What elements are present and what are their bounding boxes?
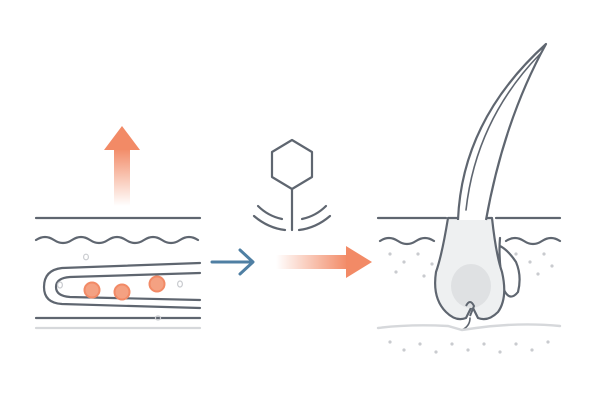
hair-shaft-inner <box>465 53 541 211</box>
skin-wavy-left <box>378 236 436 246</box>
skin-wavy-right <box>504 236 562 246</box>
vibration-line <box>300 204 328 221</box>
vessel-outer-wall <box>42 261 202 310</box>
blood-cell <box>113 283 131 301</box>
papilla <box>465 301 476 317</box>
vessel-inner-wall <box>54 271 202 302</box>
hair-follicle-icon <box>376 42 562 354</box>
blood-cell <box>148 275 166 293</box>
skin-wavy-line <box>34 235 200 245</box>
arrow-right-icon <box>210 248 255 276</box>
hair-shaft <box>456 42 548 221</box>
hexagon <box>270 138 314 191</box>
platelet <box>177 280 184 288</box>
blood-cell <box>83 281 101 299</box>
hexagon-molecule-icon <box>252 138 332 232</box>
platelet <box>56 281 63 289</box>
vibration-line <box>256 204 284 221</box>
follicle-core <box>451 264 491 308</box>
vibration-line <box>252 214 287 232</box>
dermis-dots <box>388 252 554 354</box>
skin-blood-vessel-icon <box>34 216 202 330</box>
vibration-line <box>297 214 332 232</box>
blood-cells <box>56 253 184 321</box>
arrow-up-icon <box>104 126 140 206</box>
platelet <box>154 315 162 321</box>
arrow-right-gradient-icon <box>276 246 372 278</box>
skin-base-line <box>376 323 562 332</box>
platelet <box>82 253 89 261</box>
